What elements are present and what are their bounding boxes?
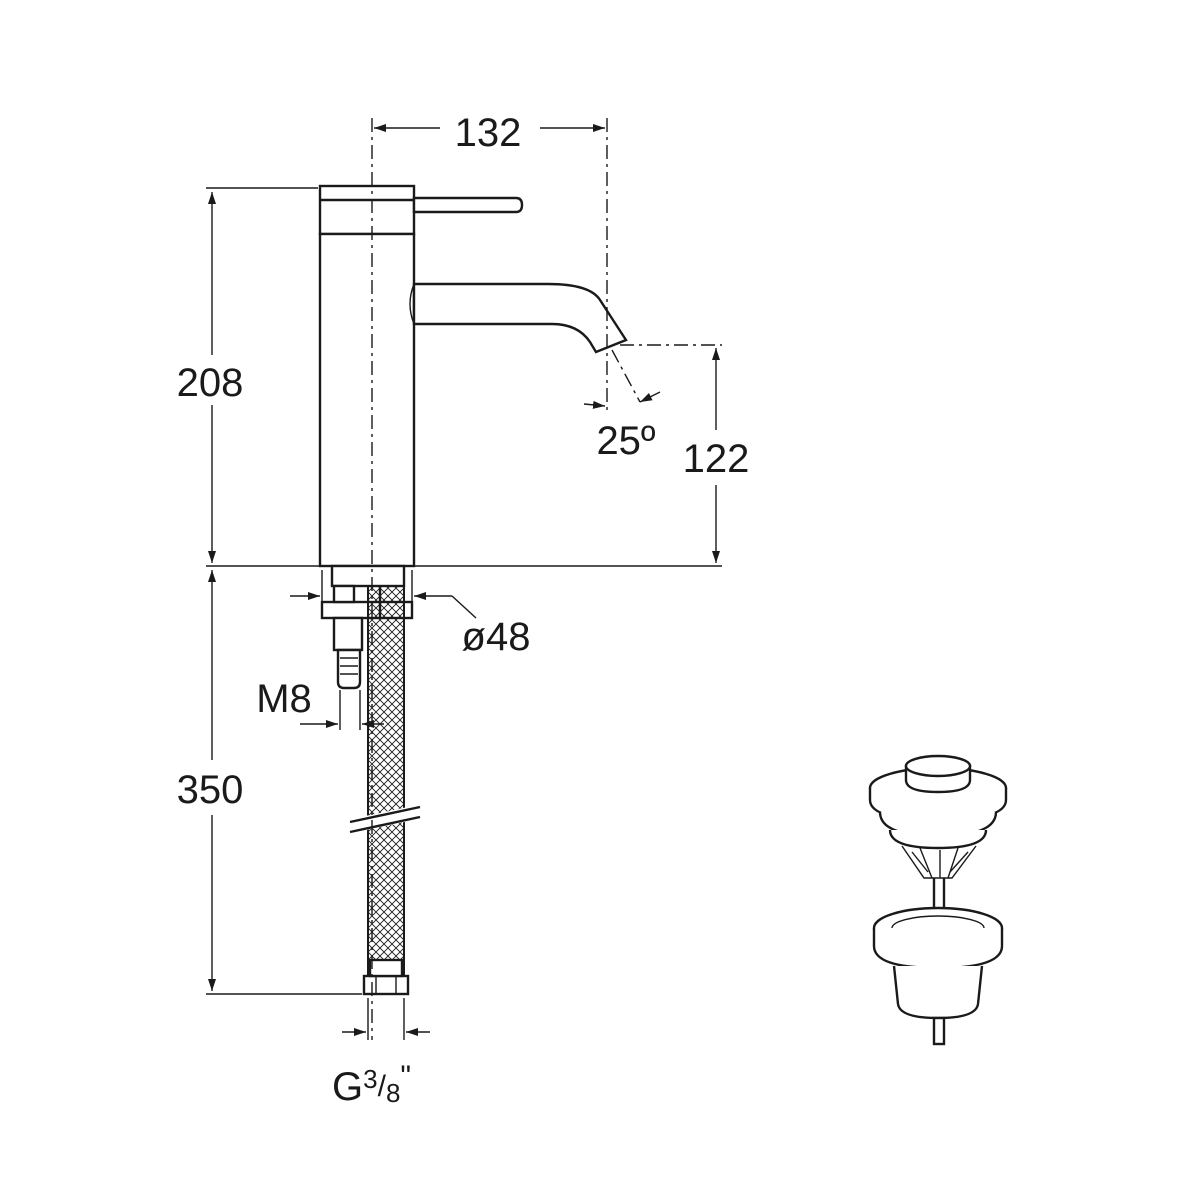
dimension-350: 350 — [177, 570, 244, 991]
extension-lines — [206, 187, 722, 1040]
flexible-hose — [349, 585, 421, 996]
base-diameter-label: ø48 — [462, 615, 531, 659]
faucet-body — [318, 184, 628, 996]
spout-height-label: 122 — [683, 437, 750, 481]
connection-main: G — [332, 1065, 363, 1109]
dimension-132: 132 — [374, 111, 605, 155]
spout — [409, 282, 628, 354]
connection-num: 3 — [363, 1064, 377, 1094]
spout-reach-label: 132 — [455, 111, 522, 155]
connection-unit: " — [400, 1060, 411, 1093]
center-lines — [371, 118, 722, 1040]
push-up-waste-valve — [868, 754, 1008, 1046]
dimension-25-degree: 25º — [583, 391, 661, 463]
spout-angle-label: 25º — [596, 419, 655, 463]
dimension-122: 122 — [683, 348, 750, 563]
dimension-208: 208 — [177, 192, 244, 563]
connection-label: G3/8" — [332, 1060, 411, 1109]
dimension-diameter-48: ø48 — [290, 592, 531, 659]
total-height-label: 208 — [177, 361, 244, 405]
stud-thread-label: M8 — [256, 677, 312, 721]
hose-length-label: 350 — [177, 768, 244, 812]
threaded-stud — [332, 584, 364, 690]
lever-handle — [412, 196, 524, 214]
dimension-g38: G3/8" — [332, 1028, 430, 1109]
dimension-m8: M8 — [256, 677, 384, 728]
connection-sep: / — [378, 1070, 387, 1103]
connection-den: 8 — [386, 1078, 400, 1108]
